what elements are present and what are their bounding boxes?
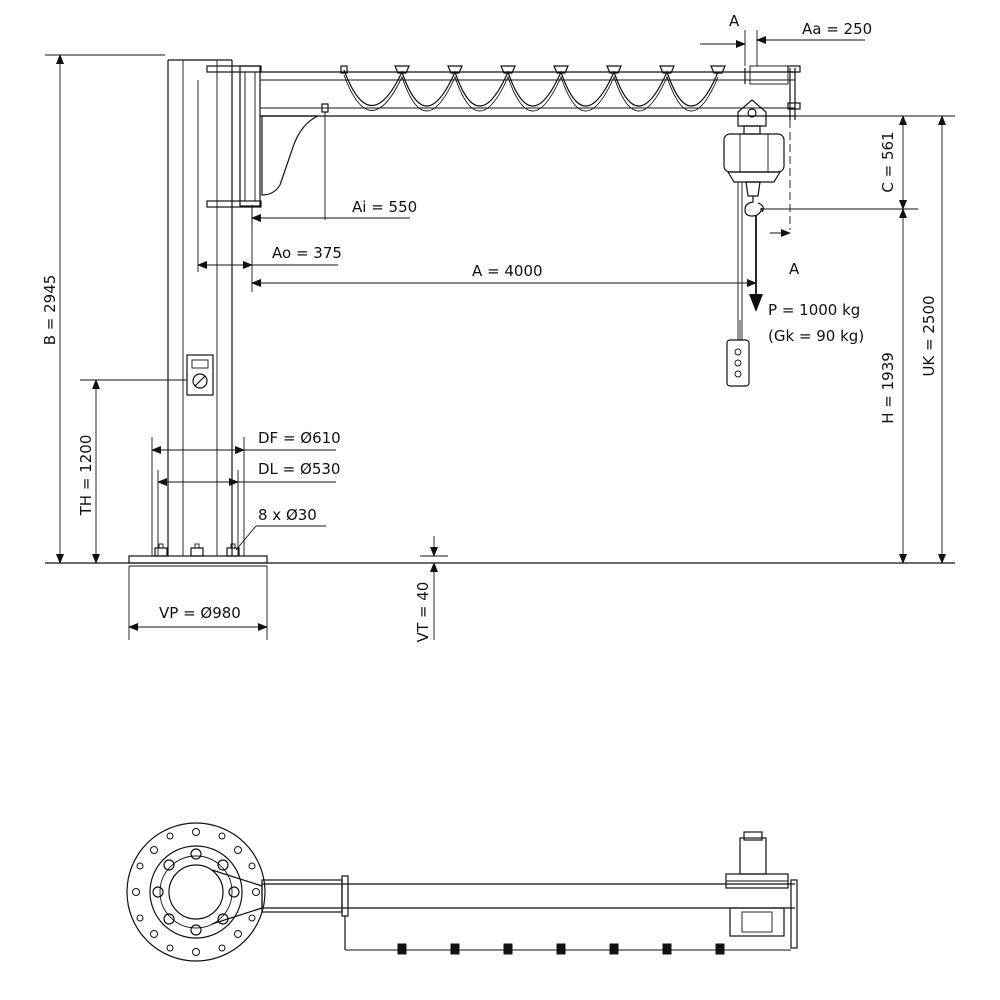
dim-bolts: 8 x Ø30 xyxy=(235,506,326,551)
plan-boom xyxy=(261,875,798,951)
label-p: P = 1000 kg xyxy=(768,301,860,319)
label-aa: Aa = 250 xyxy=(802,20,872,38)
plan-column-outer xyxy=(149,845,243,939)
label-b: B = 2945 xyxy=(41,275,59,346)
column xyxy=(167,59,233,556)
section-arrow-a-bottom: A xyxy=(770,229,800,278)
plan-outer-bolts xyxy=(132,828,260,956)
dim-a: A = 4000 xyxy=(251,207,757,292)
dim-c: C = 561 xyxy=(760,115,955,210)
label-df: DF = Ø610 xyxy=(258,429,341,447)
dim-h: H = 1939 xyxy=(879,208,907,564)
festoon-cable xyxy=(340,65,726,112)
pendant-control xyxy=(726,320,750,387)
plan-festoon-clamps xyxy=(397,943,725,955)
dim-vt: VT = 40 xyxy=(414,536,448,642)
label-bolts: 8 x Ø30 xyxy=(258,506,317,524)
label-ao: Ao = 375 xyxy=(272,244,342,262)
dim-b: B = 2945 xyxy=(41,54,165,564)
label-vt: VT = 40 xyxy=(414,582,432,643)
load-arrow xyxy=(749,215,763,312)
side-elevation: B = 2945 TH = 1200 Aa = 250 A Ai = 550 xyxy=(41,12,955,642)
main-switch-box xyxy=(186,354,214,396)
label-section-a-top: A xyxy=(729,12,740,30)
label-ai: Ai = 550 xyxy=(352,198,417,216)
label-dl: DL = Ø530 xyxy=(258,460,340,478)
plan-view xyxy=(126,822,798,962)
dim-dl: DL = Ø530 xyxy=(157,460,340,556)
plan-column-inner xyxy=(168,864,224,920)
label-vp: VP = Ø980 xyxy=(159,604,241,622)
label-h: H = 1939 xyxy=(879,352,897,424)
plan-base-plate xyxy=(126,822,266,962)
label-gk: (Gk = 90 kg) xyxy=(768,327,864,345)
jib-boom xyxy=(260,65,801,220)
dim-aa: Aa = 250 A xyxy=(700,12,872,66)
plan-anchor-bolts xyxy=(152,848,240,936)
label-c: C = 561 xyxy=(879,131,897,192)
dim-uk: UK = 2500 xyxy=(920,115,946,564)
dim-ai: Ai = 550 xyxy=(251,198,417,225)
label-uk: UK = 2500 xyxy=(920,295,938,376)
dim-th: TH = 1200 xyxy=(77,379,187,564)
festoon-trolleys xyxy=(340,65,726,74)
label-th: TH = 1200 xyxy=(77,435,95,517)
plan-hoist xyxy=(725,831,789,937)
dim-ao: Ao = 375 xyxy=(197,80,342,272)
dim-df: DF = Ø610 xyxy=(151,429,341,556)
pivot-assembly xyxy=(206,65,262,208)
base-bolts xyxy=(154,543,240,557)
dim-vp: VP = Ø980 xyxy=(128,566,268,640)
base-plate xyxy=(128,555,268,564)
chain-hoist xyxy=(723,99,785,340)
label-section-a-bottom: A xyxy=(789,260,800,278)
label-a: A = 4000 xyxy=(472,262,543,280)
